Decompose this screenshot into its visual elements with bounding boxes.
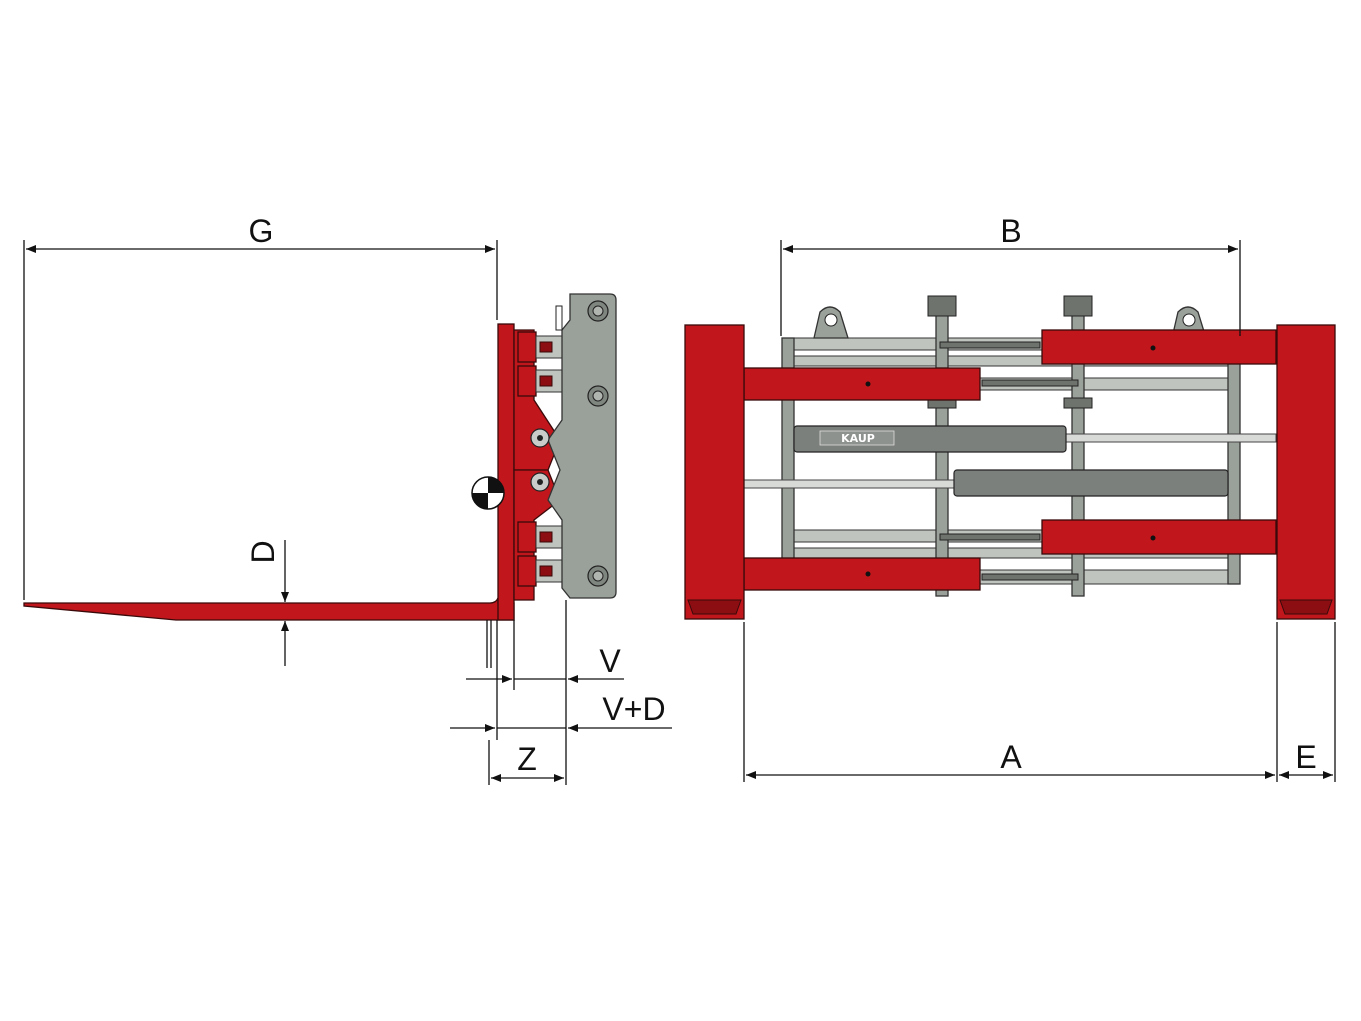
link-tab [555,305,563,331]
bolt [592,390,604,402]
arm-slide-upper-right [1041,329,1277,365]
fork-arm-right [1276,324,1336,620]
dim-label-v-plus-d: V+D [602,691,665,727]
center-of-gravity-icon [471,476,505,510]
bolt [592,305,604,317]
front-view: KAUP B A E [684,213,1336,782]
dim-label-d: D [245,540,281,563]
fork-shank [497,323,515,621]
dim-label-b: B [1000,213,1021,249]
cylinder-rod [1065,433,1277,443]
dim-label-a: A [1000,739,1022,775]
lifting-eye [813,306,849,339]
dim-label-g: G [249,213,274,249]
arm-slide-lower-left [743,557,981,591]
bolt [592,570,604,582]
pivot-pin [537,435,543,441]
dim-label-z: Z [517,741,537,777]
dim-label-v: V [599,643,621,679]
carriage-plate [547,293,617,599]
cylinder-rod [743,479,957,489]
fork-arm-left [684,324,745,620]
fork-blade [23,597,515,621]
hook-blocks [517,331,563,587]
hydraulic-cylinder [953,469,1229,497]
brand-logo: KAUP [819,430,895,446]
dim-label-e: E [1295,739,1316,775]
pivot-pin [537,479,543,485]
arm-slide-lower-right [1041,519,1277,555]
side-view: G D V V+D Z [23,213,672,785]
svg-text:KAUP: KAUP [841,432,875,445]
arm-slide-upper-left [743,367,981,401]
